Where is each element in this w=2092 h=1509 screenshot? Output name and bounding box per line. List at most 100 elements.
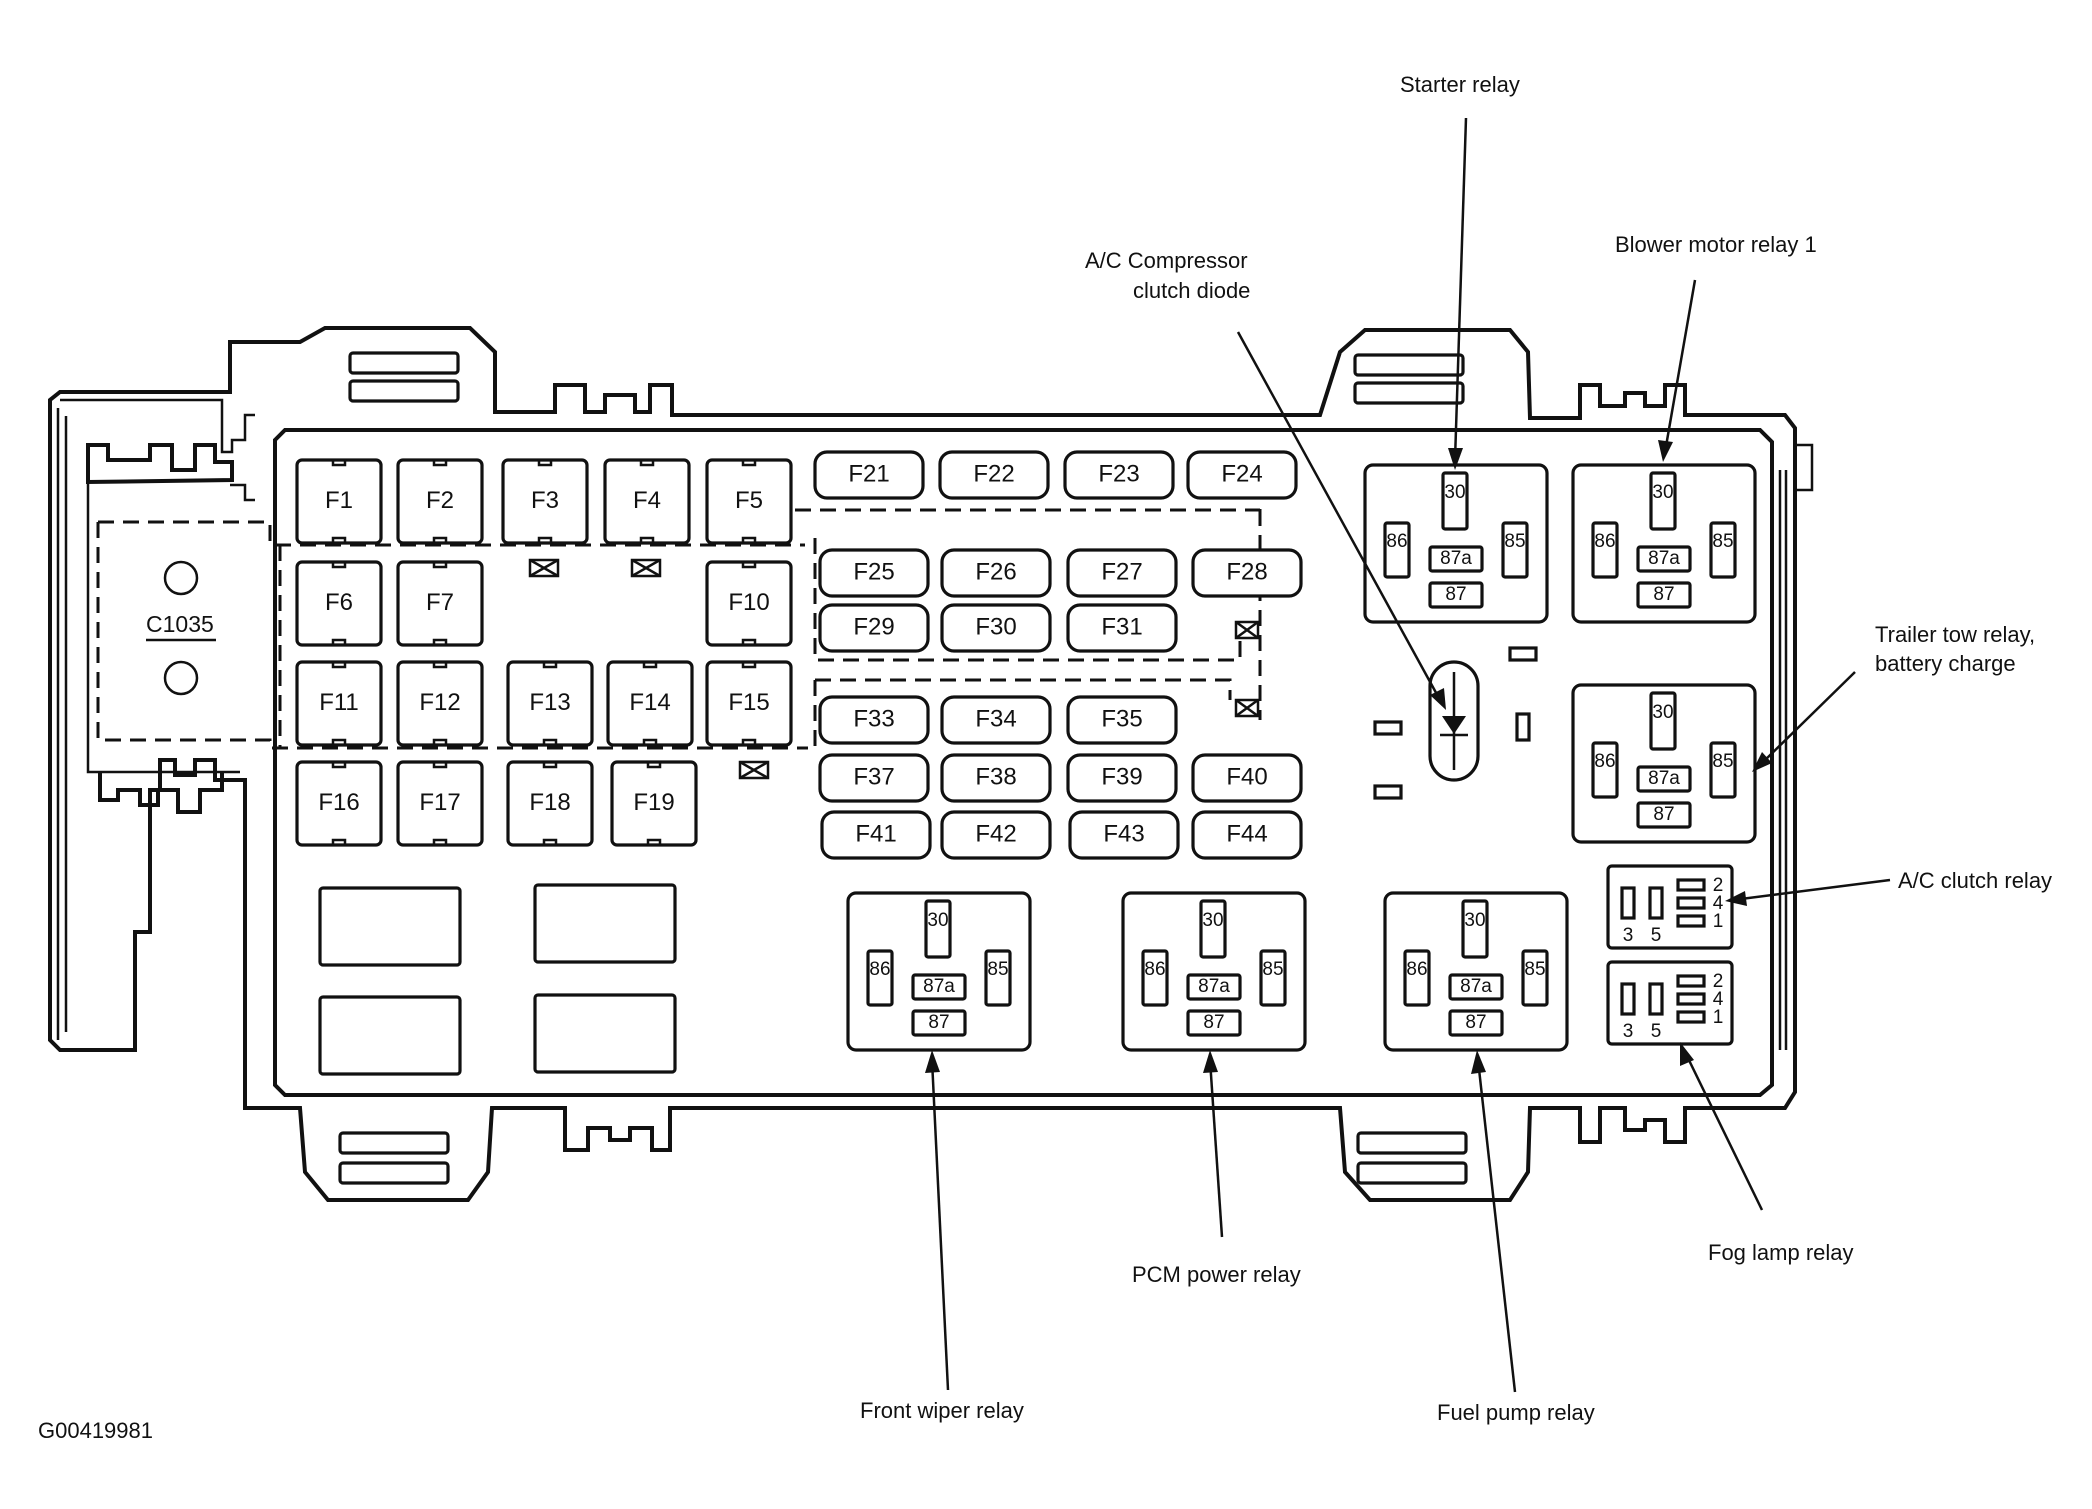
relay-terminal: 30 <box>1444 482 1465 503</box>
fuse-f19: F19 <box>610 760 698 847</box>
fuse-label: F1 <box>325 487 353 514</box>
fuse-f17: F17 <box>396 760 484 847</box>
fuse-f5: F5 <box>705 458 793 545</box>
spare-slots <box>318 558 1260 1076</box>
relay-terminal: 85 <box>1504 531 1525 552</box>
fuse-f39: F39 <box>1066 753 1178 803</box>
fuse-label: F12 <box>419 689 460 716</box>
fuse-label: F17 <box>419 789 460 816</box>
fuse-label: F4 <box>633 487 661 514</box>
fuse-f38: F38 <box>940 753 1052 803</box>
fuse-label: F18 <box>529 789 570 816</box>
fuse-f1: F1 <box>295 458 383 545</box>
label-trailer-tow-line1: Trailer tow relay, <box>1875 622 2035 647</box>
mini-relay-terminal: 3 <box>1623 925 1634 946</box>
fuse-label: F34 <box>975 705 1016 732</box>
fuse-label: F43 <box>1103 820 1144 847</box>
relay-terminal: 30 <box>1652 482 1673 503</box>
fuse-label: F38 <box>975 763 1016 790</box>
fuse-f25: F25 <box>818 548 930 598</box>
fuse-label: F22 <box>973 460 1014 487</box>
label-fog-lamp-relay: Fog lamp relay <box>1708 1240 1854 1265</box>
callout-lines <box>925 117 1891 1393</box>
relay-terminal: 87 <box>1653 584 1674 605</box>
fuse-label: F39 <box>1101 763 1142 790</box>
mini-relay-terminal: 5 <box>1651 1021 1662 1042</box>
fuse-f28: F28 <box>1191 548 1303 598</box>
relay-terminal: 87a <box>1198 976 1230 997</box>
fuse-label: F26 <box>975 558 1016 585</box>
fuse-f7: F7 <box>396 560 484 647</box>
fuse-label: F6 <box>325 589 353 616</box>
fuse-label: F44 <box>1226 820 1267 847</box>
fuse-f21: F21 <box>813 450 925 500</box>
relay-terminal: 87 <box>1203 1012 1224 1033</box>
relay-terminal: 87a <box>1648 548 1680 569</box>
callout-labels: Starter relay Blower motor relay 1 A/C C… <box>38 72 2052 1443</box>
fuse-f10: F10 <box>705 560 793 647</box>
label-front-wiper-relay: Front wiper relay <box>860 1398 1024 1423</box>
mini-relay-terminal: 2 <box>1713 971 1724 992</box>
label-ac-compressor-line2: clutch diode <box>1133 278 1250 303</box>
fuse-f11: F11 <box>295 660 383 747</box>
label-trailer-tow-line2: battery charge <box>1875 651 2016 676</box>
fuse-label: F25 <box>853 558 894 585</box>
fuse-label: F31 <box>1101 613 1142 640</box>
relay-terminal: 30 <box>927 910 948 931</box>
label-blower-motor-relay: Blower motor relay 1 <box>1615 232 1817 257</box>
fuse-f26: F26 <box>940 548 1052 598</box>
relay-terminal: 87 <box>928 1012 949 1033</box>
relay-terminal: 86 <box>1386 531 1407 552</box>
fuse-label: F27 <box>1101 558 1142 585</box>
fuse-label: F3 <box>531 487 559 514</box>
fuse-f13: F13 <box>506 660 594 747</box>
relay-terminal: 87a <box>1460 976 1492 997</box>
fuse-f6: F6 <box>295 560 383 647</box>
fuse-f24: F24 <box>1186 450 1298 500</box>
fuse-f2: F2 <box>396 458 484 545</box>
fuse-label: F42 <box>975 820 1016 847</box>
fuse-label: F33 <box>853 705 894 732</box>
trailer-tow-relay: 30 86 85 87a 87 <box>1571 683 1757 844</box>
relay-terminal: 85 <box>1712 751 1733 772</box>
housing-outline <box>48 326 1814 1202</box>
fuse-f12: F12 <box>396 660 484 747</box>
label-pcm-power-relay: PCM power relay <box>1132 1262 1301 1287</box>
mini-relay-terminal: 1 <box>1713 911 1724 932</box>
fuse-label: F30 <box>975 613 1016 640</box>
relay-terminal: 86 <box>869 959 890 980</box>
relay-terminal: 86 <box>1594 751 1615 772</box>
fuse-label: F21 <box>848 460 889 487</box>
mini-relay-terminal: 4 <box>1713 989 1724 1010</box>
fuse-label: F16 <box>318 789 359 816</box>
relay-terminal: 87 <box>1653 804 1674 825</box>
relay-terminal: 86 <box>1406 959 1427 980</box>
fuse-f37: F37 <box>818 753 930 803</box>
relay-terminal: 30 <box>1652 702 1673 723</box>
fuse-label: F5 <box>735 487 763 514</box>
fuse-label: F24 <box>1221 460 1262 487</box>
fuse-f43: F43 <box>1068 810 1180 860</box>
fuse-f16: F16 <box>295 760 383 847</box>
fuse-f34: F34 <box>940 695 1052 745</box>
relay-terminal: 85 <box>987 959 1008 980</box>
fuse-label: F7 <box>426 589 454 616</box>
ac-compressor-clutch-diode <box>1373 646 1538 800</box>
fuse-f33: F33 <box>818 695 930 745</box>
relay-terminal: 87a <box>1648 768 1680 789</box>
fuse-label: F29 <box>853 613 894 640</box>
fuse-f42: F42 <box>940 810 1052 860</box>
fuse-f44: F44 <box>1191 810 1303 860</box>
fuse-f31: F31 <box>1066 603 1178 653</box>
fuse-f14: F14 <box>606 660 694 747</box>
fuse-f4: F4 <box>603 458 691 545</box>
dashed-regions <box>96 500 1262 750</box>
fuse-f41: F41 <box>820 810 932 860</box>
fuse-label: F13 <box>529 689 570 716</box>
